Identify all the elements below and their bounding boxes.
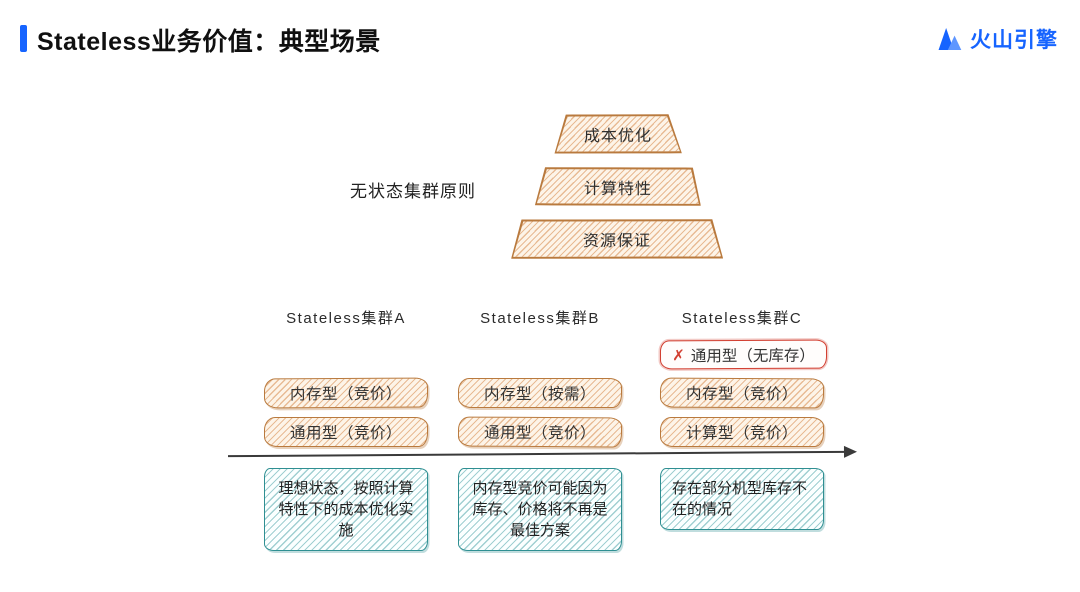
cluster-b-note: 内存型竞价可能因为库存、价格将不再是最佳方案 [458, 468, 622, 551]
timeline-arrow [228, 445, 858, 458]
pyramid-label: 无状态集群原则 [350, 182, 476, 201]
pyramid-layer-middle-label: 计算特性 [583, 180, 653, 198]
cluster-a-instance-box: 内存型（竞价） [263, 377, 429, 409]
brand-logo: 火山引擎 [936, 24, 1058, 54]
title-accent-bar [20, 25, 27, 52]
cluster-a-title: Stateless集群A [286, 310, 406, 327]
principle-pyramid: 成本优化 计算特性 资源保证 [508, 112, 723, 262]
cluster-c-unavailable-box: ✗ 通用型（无库存） [659, 339, 828, 370]
cluster-c-instance-box: 计算型（竞价） [660, 417, 824, 447]
cluster-a-note: 理想状态，按照计算特性下的成本优化实施 [264, 468, 428, 551]
cluster-c-note: 存在部分机型库存不在的情况 [660, 468, 824, 530]
arrow-head-icon [843, 445, 858, 458]
cluster-c-unavailable-label: 通用型（无库存） [690, 347, 815, 365]
cluster-b-instance-box: 内存型（按需） [458, 378, 622, 408]
pyramid-layer-top-label: 成本优化 [583, 127, 653, 146]
brand-name: 火山引擎 [970, 29, 1058, 52]
cluster-c-title: Stateless集群C [681, 310, 803, 327]
cluster-a-instance-box: 通用型（竞价） [264, 417, 428, 447]
pyramid-layer-top: 成本优化 [553, 113, 683, 154]
cluster-b-instance-box: 通用型（竞价） [457, 416, 623, 448]
page-title: Stateless业务价值：典型场景 [37, 28, 381, 56]
cluster-c-instance-box: 内存型（竞价） [659, 377, 825, 409]
cross-mark-icon: ✗ [672, 346, 685, 364]
pyramid-layer-middle: 计算特性 [535, 166, 701, 206]
cluster-b-title: Stateless集群B [480, 310, 600, 327]
pyramid-layer-bottom-label: 资源保证 [582, 232, 652, 251]
pyramid-layer-bottom: 资源保证 [511, 218, 723, 259]
volcano-mountain-icon [938, 28, 962, 50]
